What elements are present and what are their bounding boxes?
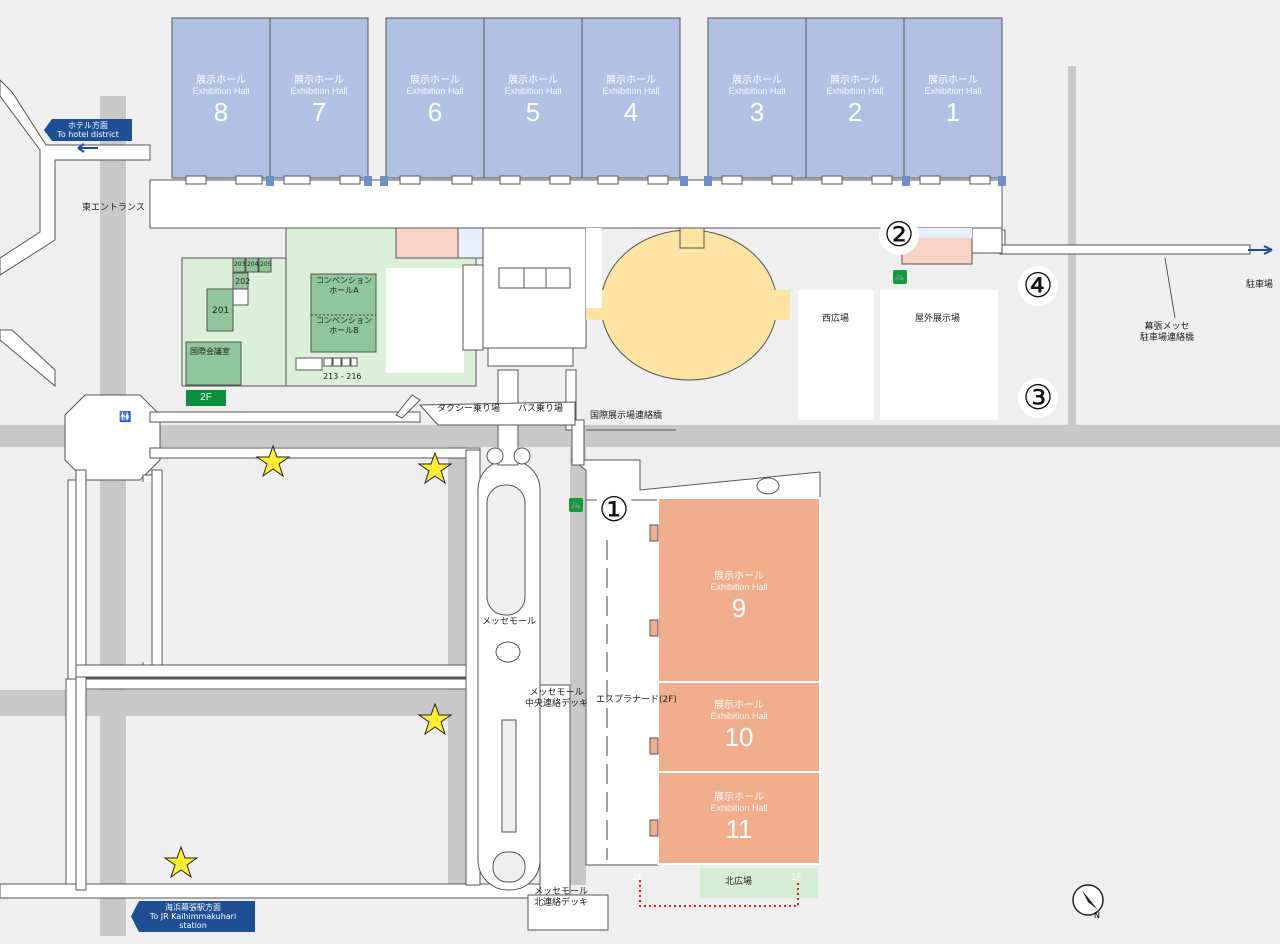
- event-hall: [600, 229, 778, 381]
- hall-2: [805, 17, 905, 179]
- north-plaza-label: 北広場: [725, 877, 753, 887]
- room-204: 204: [247, 261, 259, 268]
- arrow-right-icon: [1248, 245, 1273, 255]
- parking-bridge: [999, 244, 1251, 255]
- messe-mall-north-label: メッセモール 北連絡デッキ: [534, 887, 589, 908]
- mall-north-deck: [527, 894, 609, 931]
- walkway-road-south: [149, 447, 481, 459]
- intl-bridge-label: 国際展示場連絡橋: [590, 411, 663, 421]
- marker-1: ①: [594, 490, 634, 530]
- hall-1: [903, 17, 1003, 179]
- messe-mall-central-label: メッセモール 中央連絡デッキ: [525, 688, 589, 709]
- bus-stop-label: バス乗り場: [518, 404, 564, 414]
- station-sign-jp: 海浜幕張駅方面: [165, 903, 221, 912]
- star-icon: [255, 444, 291, 478]
- esplanade-label: エスプラナード(2F): [596, 695, 677, 705]
- east-entrance-label: 東エントランス: [82, 203, 145, 213]
- hall-5: [483, 17, 583, 179]
- west-plaza: [798, 290, 874, 420]
- main-concourse: [149, 179, 1003, 229]
- octagon-junction: [64, 394, 161, 481]
- south-halls: [657, 497, 821, 865]
- hotel-sign-jp: ホテル方面: [68, 121, 108, 130]
- block-a: [88, 482, 448, 662]
- block-b: [88, 690, 448, 882]
- hotel-direction-sign: ホテル方面 To hotel district: [44, 119, 132, 141]
- marker-3: ③: [1018, 378, 1058, 418]
- room-205: 205: [260, 261, 272, 268]
- room-202: 202: [235, 277, 251, 286]
- floor-2f-badge: 2F: [186, 390, 226, 406]
- convention-hall-b: コンベンション ホールB: [316, 316, 372, 335]
- station-sign-en: To JR Kaihimmakuhari station: [149, 912, 237, 930]
- mall-central: [539, 684, 571, 906]
- road-vertical-mall: [570, 445, 586, 885]
- hall-11: [657, 771, 821, 865]
- label-2f: 2F: [632, 873, 643, 883]
- hall-9: [657, 497, 821, 683]
- west-plaza-label: 西広場: [822, 314, 850, 324]
- hall-7: [269, 17, 369, 179]
- esplanade: [585, 489, 659, 866]
- messe-mall-label: メッセモール: [482, 617, 537, 627]
- walkway-west-branch: [0, 329, 56, 388]
- hall-3: [707, 17, 807, 179]
- interior-blocks: [88, 482, 448, 882]
- rooms-213-216: 213 - 216: [323, 372, 362, 381]
- restroom-icon: 🚻: [119, 412, 132, 423]
- hall-10: [657, 681, 821, 773]
- parking-label: 駐車場: [1246, 280, 1274, 290]
- star-icon: [417, 451, 453, 485]
- label-1f: 1F: [791, 873, 802, 883]
- walkway-hotel: [0, 79, 151, 276]
- svg-text:N: N: [1094, 911, 1100, 920]
- star-icon: [417, 702, 453, 736]
- hotel-sign-en: To hotel district: [57, 130, 119, 139]
- bicycle-parking-icon: 🚲: [893, 270, 907, 284]
- intl-conference-room: 国際会議室: [190, 347, 230, 356]
- room-203: 203: [234, 261, 246, 268]
- main-road-horizontal: [0, 425, 1280, 447]
- star-icon: [163, 845, 199, 879]
- marker-4: ④: [1018, 266, 1058, 306]
- walkway-road-north: [149, 411, 421, 423]
- marker-2: ②: [879, 215, 919, 255]
- arrow-left-icon: [77, 143, 98, 153]
- convention-hall-a: コンベンション ホールA: [316, 276, 372, 295]
- parking-bridge-label: 幕張メッセ 駐車場連絡橋: [1140, 322, 1195, 343]
- taxi-stand-label: タクシー乗り場: [437, 404, 501, 414]
- bicycle-parking-icon: 🚲: [569, 498, 583, 512]
- dotted-route: [639, 880, 799, 907]
- outdoor-exhibition-label: 屋外展示場: [915, 314, 961, 324]
- hall-6: [385, 17, 485, 179]
- station-direction-sign: 海浜幕張駅方面 To JR Kaihimmakuhari station: [131, 901, 255, 932]
- block-white: [386, 268, 464, 373]
- compass-icon: N: [1072, 884, 1104, 920]
- hall-4: [581, 17, 681, 179]
- room-201: 201: [212, 306, 230, 316]
- outdoor-exhibition: [880, 290, 998, 420]
- top-halls: [171, 17, 1003, 179]
